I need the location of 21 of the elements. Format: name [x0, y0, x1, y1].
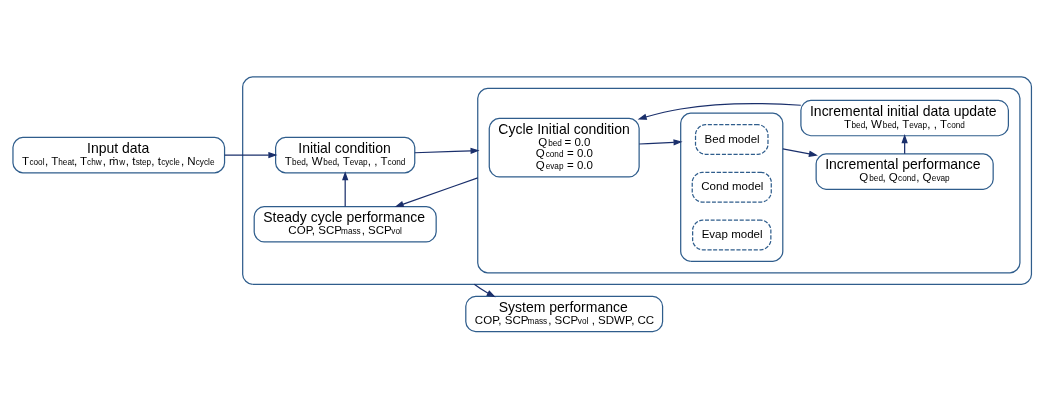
cluster: [680, 112, 784, 262]
arrow: [224, 151, 278, 158]
node-box: Incremental initial data update Tbed, Wbed, Tevap, , Tcond: [800, 99, 1009, 136]
node-box: System performance COP, SCPmass, SCPvol , SDWP, CC: [465, 295, 664, 332]
node-box: Initial condition Tbed, Wbed, Tevap, , Tcond: [275, 136, 416, 173]
arrow: [473, 283, 496, 297]
arrow: [342, 170, 349, 207]
node-box: Steady cycle performance COP, SCPmass, SCPvol: [253, 205, 437, 243]
arrow: [637, 102, 802, 120]
node-box: Cycle Initial condition Qbed = 0.0 Qcond = 0.0 Qevap = 0.0: [488, 117, 640, 178]
cluster: [477, 87, 1021, 273]
arrow: [638, 138, 683, 145]
cluster: [242, 75, 1033, 285]
node-box: Evap model: [692, 219, 772, 250]
node-box: Input data Tcool, Theat, Tchw, ṁw, tstep, tcycle, Ncycle: [12, 136, 226, 173]
arrow: [394, 176, 479, 207]
arrow: [414, 147, 480, 154]
node-box: Cond model: [691, 171, 772, 203]
node-box: Incremental performance Qbed, Qcond, Qevap: [815, 152, 994, 190]
node-box: Bed model: [694, 123, 769, 155]
arrow: [782, 147, 818, 157]
